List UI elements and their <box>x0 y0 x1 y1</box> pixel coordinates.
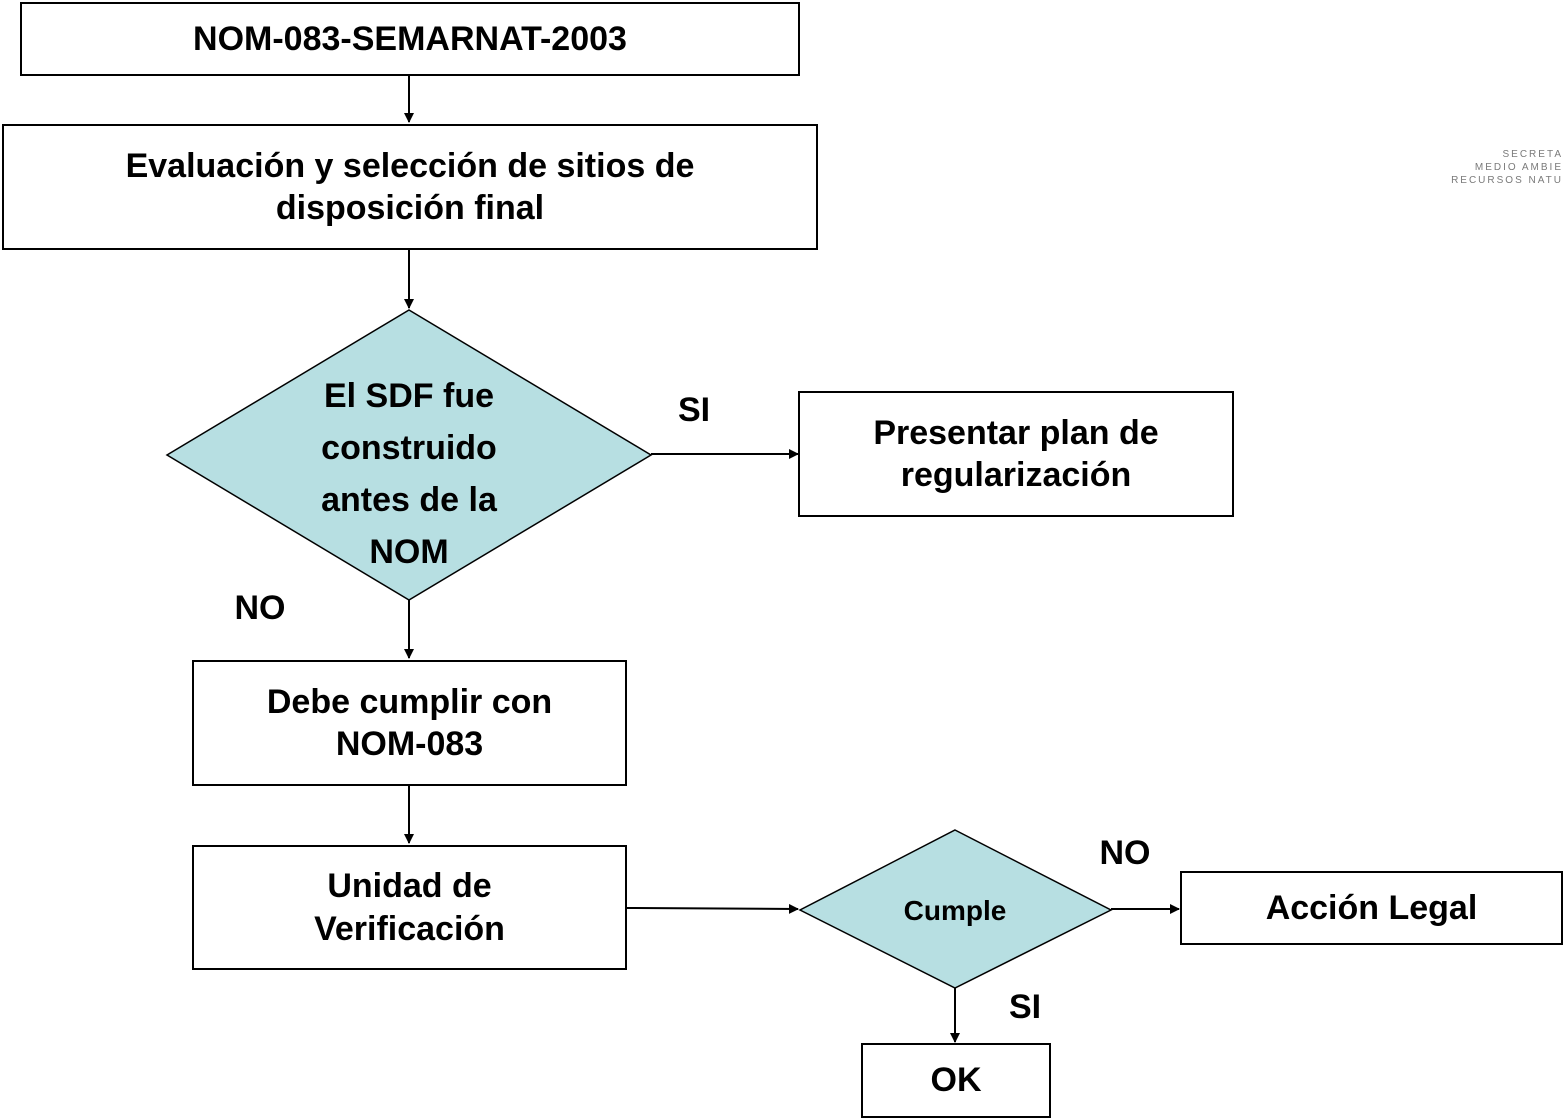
box-debe-cumplir: Debe cumplir con NOM-083 <box>192 660 627 786</box>
box-presentar-plan: Presentar plan de regularización <box>798 391 1234 517</box>
branch-label-no-accion: NO <box>1099 834 1151 872</box>
box-evaluacion: Evaluación y selección de sitios de disp… <box>2 124 818 250</box>
box-accion-legal: Acción Legal <box>1180 871 1563 945</box>
semarnat-logo-text: SECRETA MEDIO AMBIE RECURSOS NATU <box>1451 149 1563 186</box>
branch-label-si-presentar: SI <box>677 391 711 429</box>
decision-sdf-label: El SDF fue construido antes de la NOM <box>321 377 497 571</box>
box-nom-title: NOM-083-SEMARNAT-2003 <box>20 2 800 76</box>
branch-label-no-debe: NO <box>234 589 286 627</box>
arrow-unidad-to-cumple <box>625 903 799 914</box>
decision-cumple-label: Cumple <box>903 895 1007 926</box>
box-unidad-verificacion: Unidad de Verificación <box>192 845 627 970</box>
branch-label-si-ok: SI <box>1008 988 1042 1026</box>
box-ok: OK <box>861 1043 1051 1118</box>
